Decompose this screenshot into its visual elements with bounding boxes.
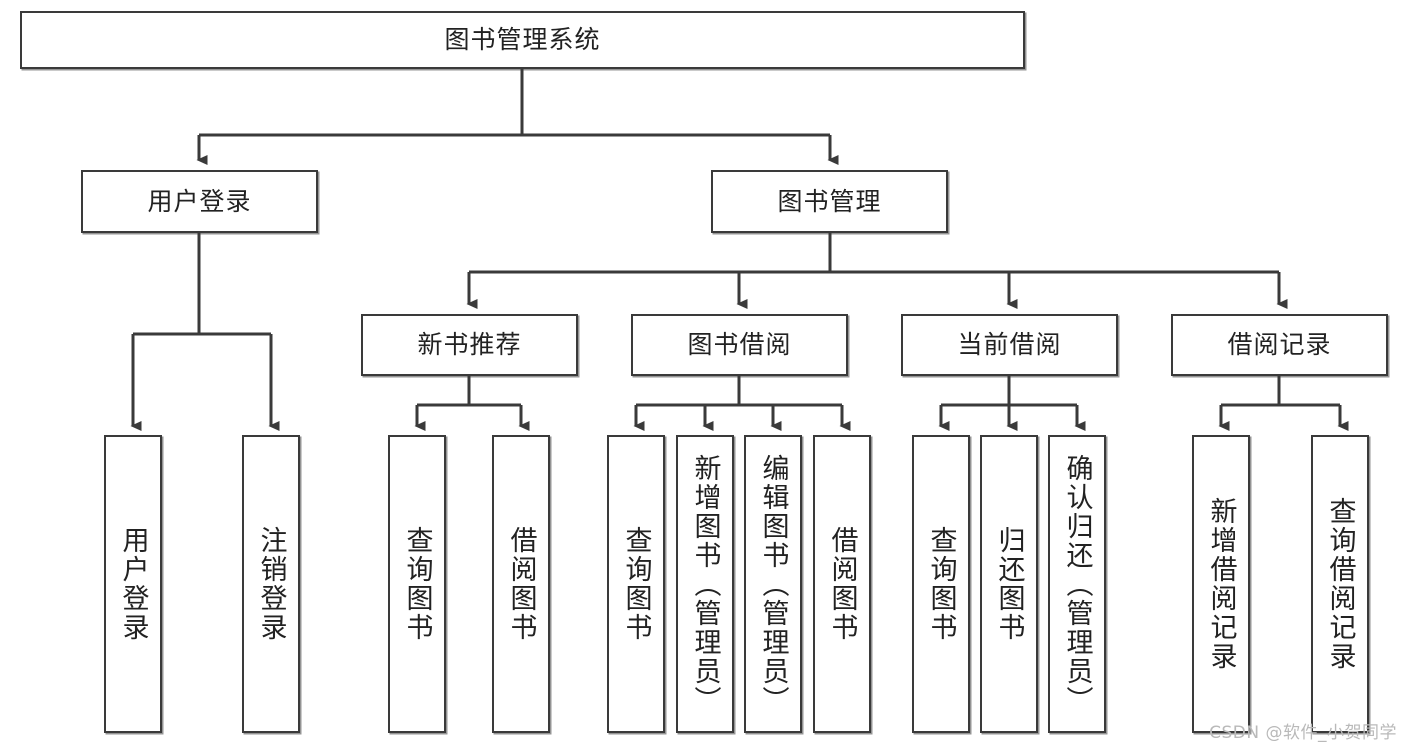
node-label: 编辑图书（管理员） — [757, 453, 789, 715]
node-label: 借阅图书 — [505, 526, 537, 642]
node-label: 图书借阅 — [687, 330, 792, 360]
node-label: 查询图书 — [925, 526, 957, 642]
node-book-management[interactable]: 图书管理 — [711, 170, 948, 233]
node-label: 新增借阅记录 — [1205, 497, 1237, 671]
node-leaf-query-book-bb[interactable]: 查询图书 — [607, 435, 665, 733]
node-label: 图书管理 — [777, 186, 882, 216]
node-label: 确认归还（管理员） — [1061, 453, 1093, 715]
node-leaf-add-borrow-record[interactable]: 新增借阅记录 — [1192, 435, 1250, 733]
node-root-book-management-system[interactable]: 图书管理系统 — [20, 11, 1025, 69]
node-leaf-logout[interactable]: 注销登录 — [242, 435, 300, 733]
node-leaf-user-login[interactable]: 用户登录 — [104, 435, 162, 733]
node-user-login[interactable]: 用户登录 — [81, 170, 318, 233]
node-label: 用户登录 — [117, 526, 149, 642]
node-leaf-query-book-cb[interactable]: 查询图书 — [912, 435, 970, 733]
node-label: 借阅记录 — [1227, 330, 1332, 360]
node-leaf-add-book-admin[interactable]: 新增图书（管理员） — [676, 435, 734, 733]
node-label: 新书推荐 — [417, 330, 522, 360]
node-label: 当前借阅 — [957, 330, 1062, 360]
node-current-borrowing[interactable]: 当前借阅 — [901, 314, 1118, 376]
node-borrowing-records[interactable]: 借阅记录 — [1171, 314, 1388, 376]
node-book-borrowing[interactable]: 图书借阅 — [631, 314, 848, 376]
node-label: 查询图书 — [620, 526, 652, 642]
node-leaf-return-book[interactable]: 归还图书 — [980, 435, 1038, 733]
node-label: 新增图书（管理员） — [689, 453, 721, 715]
node-label: 借阅图书 — [826, 526, 858, 642]
node-leaf-query-borrow-record[interactable]: 查询借阅记录 — [1311, 435, 1369, 733]
node-leaf-borrow-book-nbr[interactable]: 借阅图书 — [492, 435, 550, 733]
node-label: 注销登录 — [255, 526, 287, 642]
node-label: 查询借阅记录 — [1324, 497, 1356, 671]
node-label: 归还图书 — [993, 526, 1025, 642]
node-label: 查询图书 — [401, 526, 433, 642]
node-label: 图书管理系统 — [444, 25, 601, 55]
node-leaf-borrow-book-bb[interactable]: 借阅图书 — [813, 435, 871, 733]
node-leaf-query-book-nbr[interactable]: 查询图书 — [388, 435, 446, 733]
watermark: CSDN @软件_小贺同学 — [1209, 723, 1397, 743]
node-leaf-confirm-return-admin[interactable]: 确认归还（管理员） — [1048, 435, 1106, 733]
node-label: 用户登录 — [147, 186, 252, 216]
node-new-book-recommendation[interactable]: 新书推荐 — [361, 314, 578, 376]
node-leaf-edit-book-admin[interactable]: 编辑图书（管理员） — [744, 435, 802, 733]
